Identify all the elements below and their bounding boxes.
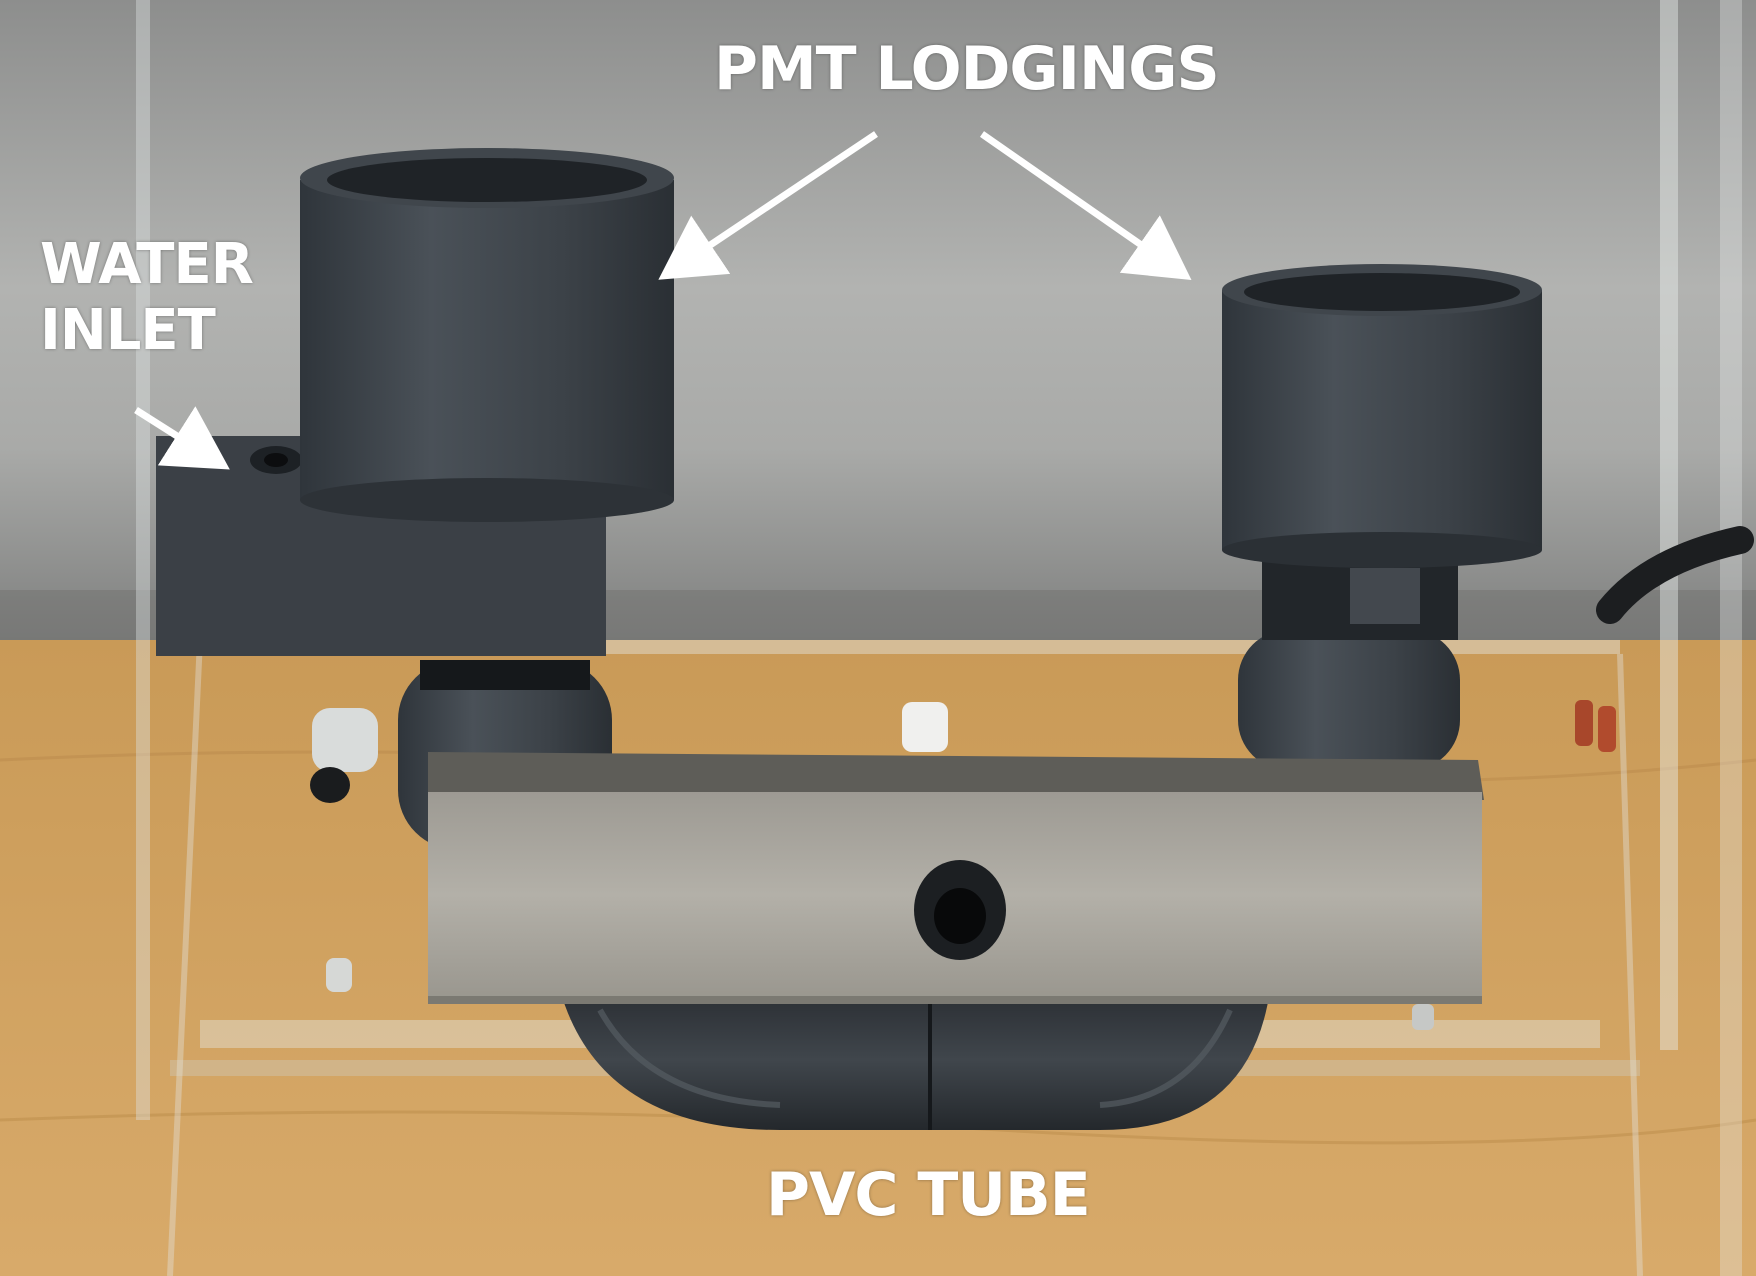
arrow-to-water-inlet [134,406,230,470]
arrow-to-left-pmt [658,131,878,280]
pvc-u-tube [560,990,1270,1130]
aluminium-bar [428,752,1484,1004]
right-pmt-lodging [1222,264,1542,770]
water-inlet-label-line1: WATER [40,232,254,297]
water-inlet-label: WATER INLET [40,232,254,364]
arrow-to-right-pmt [979,131,1192,281]
water-inlet-label-line2: INLET [40,298,216,363]
cable [1596,526,1754,624]
pmt-lodgings-label: PMT LODGINGS [714,34,1220,104]
annotation-arrows [134,131,1192,470]
inlet-fittings [310,702,1434,1030]
pvc-tube-label: PVC TUBE [766,1160,1091,1230]
